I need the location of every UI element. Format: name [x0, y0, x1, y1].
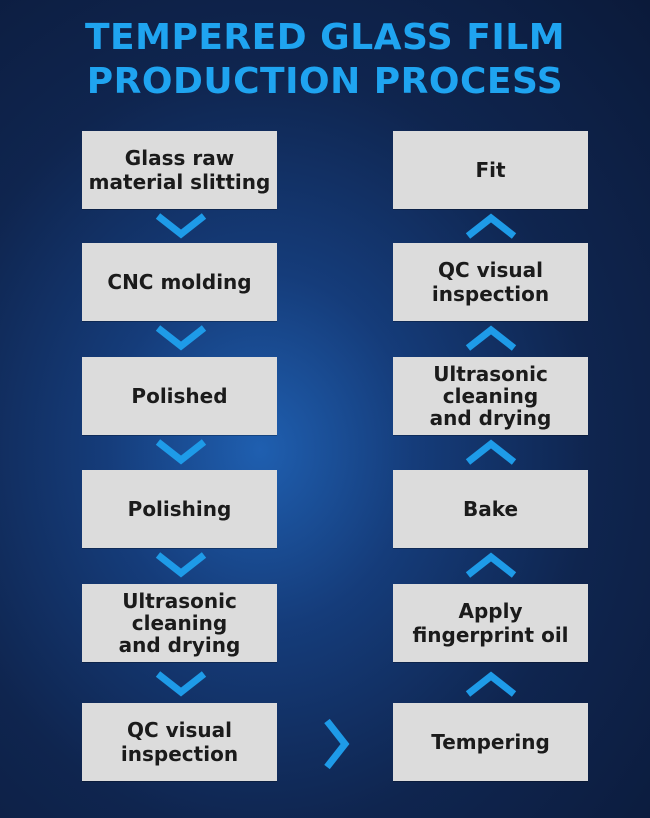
- chevron-right-icon: [322, 718, 352, 770]
- chevron-down-icon: [155, 551, 207, 579]
- step-tempering: Tempering: [393, 703, 588, 781]
- step-cnc-molding: CNC molding: [82, 243, 277, 321]
- step-fit: Fit: [393, 131, 588, 209]
- step-polishing: Polishing: [82, 470, 277, 548]
- step-bake: Bake: [393, 470, 588, 548]
- step-ultrasonic-cleaning-left: Ultrasonic cleaning and drying: [82, 584, 277, 662]
- chevron-up-icon: [465, 670, 517, 698]
- step-qc-visual-inspection-right: QC visual inspection: [393, 243, 588, 321]
- title-line-2: PRODUCTION PROCESS: [86, 61, 564, 102]
- step-apply-fingerprint-oil: Apply fingerprint oil: [393, 584, 588, 662]
- chevron-down-icon: [155, 670, 207, 698]
- step-qc-visual-inspection-left: QC visual inspection: [82, 703, 277, 781]
- step-glass-raw-material-slitting: Glass raw material slitting: [82, 131, 277, 209]
- chevron-up-icon: [465, 324, 517, 352]
- chevron-up-icon: [465, 438, 517, 466]
- step-polished: Polished: [82, 357, 277, 435]
- chevron-down-icon: [155, 324, 207, 352]
- step-ultrasonic-cleaning-right: Ultrasonic cleaning and drying: [393, 357, 588, 435]
- chevron-up-icon: [465, 551, 517, 579]
- title-line-1: TEMPERED GLASS FILM: [84, 17, 566, 58]
- chevron-down-icon: [155, 438, 207, 466]
- chevron-down-icon: [155, 212, 207, 240]
- chevron-up-icon: [465, 212, 517, 240]
